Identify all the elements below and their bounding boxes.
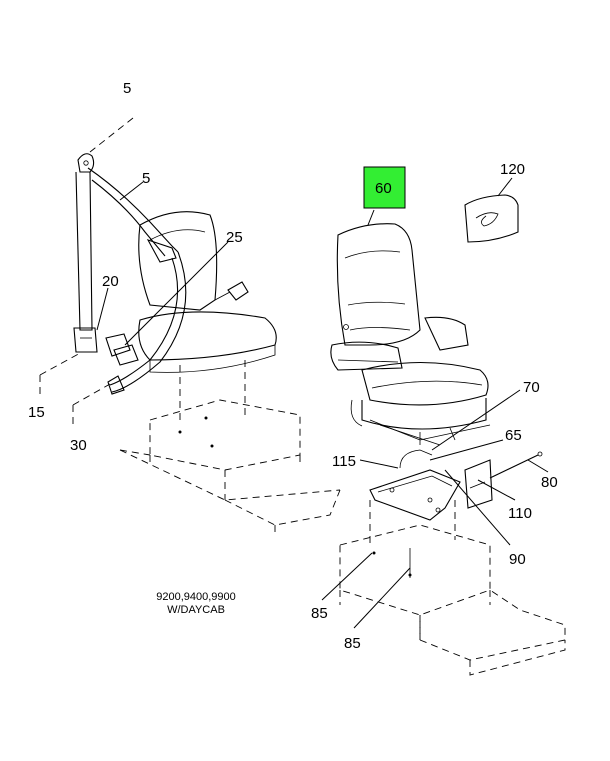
callouts: 5 5 25 20 15 30 60 120 70 65 115 80 110 … xyxy=(28,80,558,652)
left-seat xyxy=(138,211,277,373)
callout-15[interactable]: 15 xyxy=(28,404,45,421)
leaders-right xyxy=(321,177,549,629)
callout-60[interactable]: 60 xyxy=(375,180,392,197)
callout-30[interactable]: 30 xyxy=(70,437,87,454)
callout-25[interactable]: 25 xyxy=(226,229,243,246)
callout-60-highlight[interactable]: 60 xyxy=(363,166,406,209)
callout-65[interactable]: 65 xyxy=(505,427,522,444)
callout-5-upper[interactable]: 5 xyxy=(123,80,131,97)
note-models: 9200,9400,9900 xyxy=(156,591,236,603)
note-cab: W/DAYCAB xyxy=(167,604,225,616)
callout-80[interactable]: 80 xyxy=(541,474,558,491)
left-seat-base xyxy=(119,360,341,535)
air-ride-seat[interactable] xyxy=(330,223,491,446)
seat-belt-assembly[interactable] xyxy=(73,153,187,395)
seat-emblem-headrest-cover[interactable] xyxy=(464,194,519,243)
model-note: 9200,9400,9900 W/DAYCAB xyxy=(156,591,236,616)
highlight-box xyxy=(363,166,406,209)
callout-85-right[interactable]: 85 xyxy=(344,635,361,652)
callout-120[interactable]: 120 xyxy=(500,161,525,178)
callout-70[interactable]: 70 xyxy=(523,379,540,396)
callout-5-lower[interactable]: 5 xyxy=(142,170,150,187)
callout-115[interactable]: 115 xyxy=(332,453,356,470)
callout-85-left[interactable]: 85 xyxy=(311,605,328,622)
leaders-left xyxy=(39,117,229,428)
callout-90[interactable]: 90 xyxy=(509,551,526,568)
callout-110[interactable]: 110 xyxy=(508,505,532,522)
callout-20[interactable]: 20 xyxy=(102,273,119,290)
right-seat-base xyxy=(339,500,566,676)
